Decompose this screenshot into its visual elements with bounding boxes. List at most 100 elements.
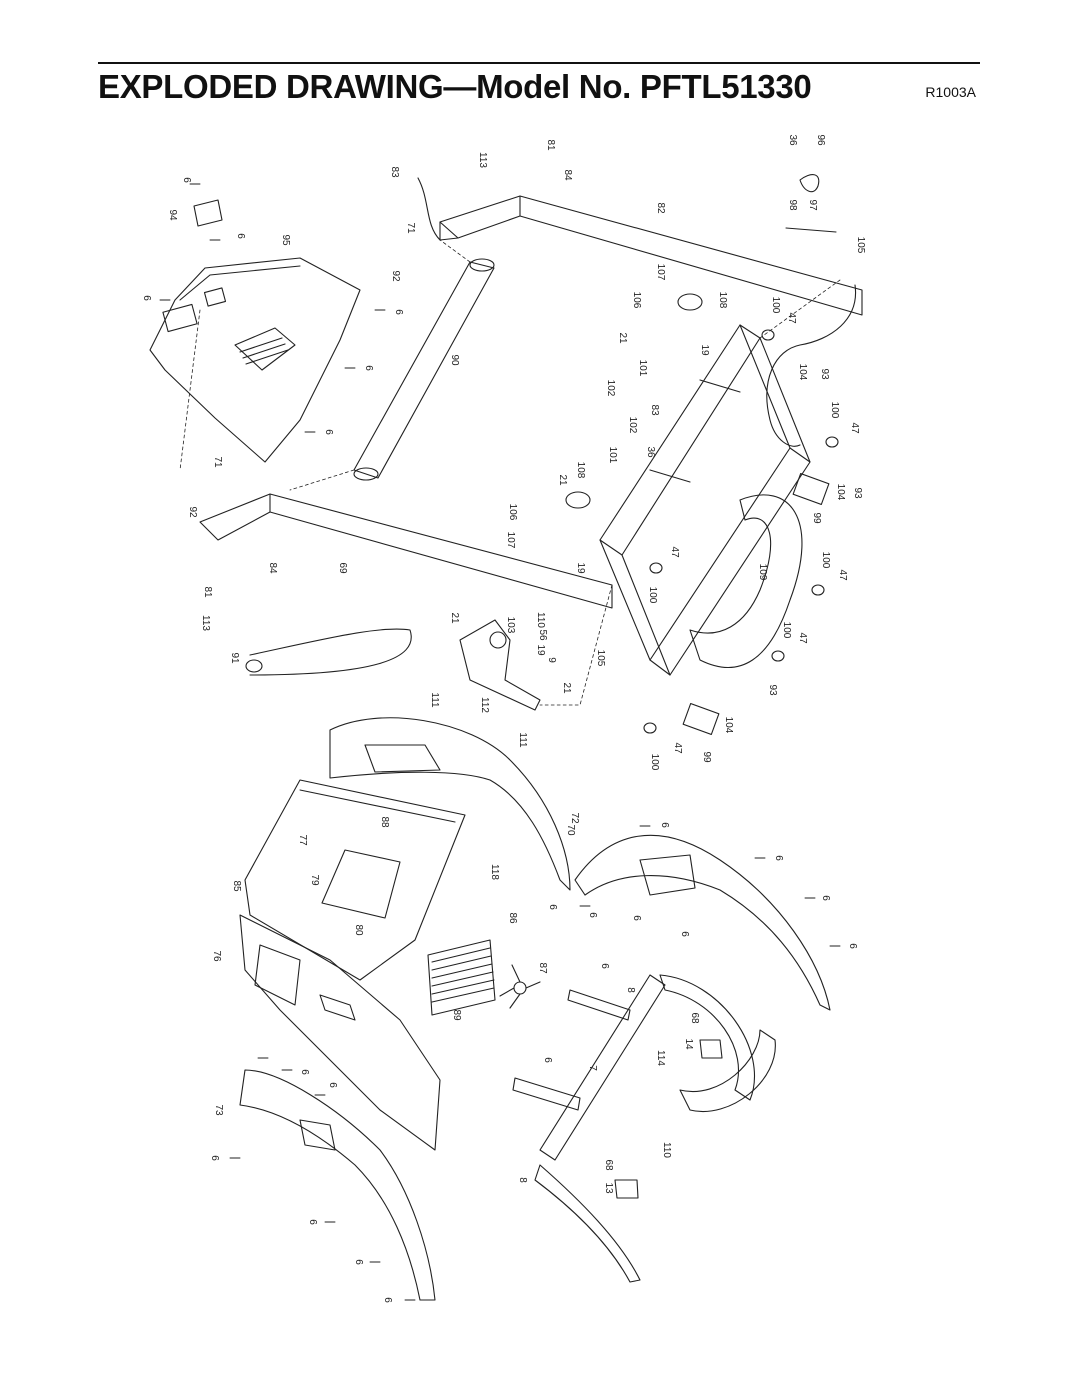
part-number-label: 118 [489, 864, 500, 880]
part-number-label: 36 [645, 446, 656, 458]
part-number-label: 19 [535, 644, 546, 656]
cable-83 [417, 177, 441, 241]
wheel-100-d [811, 584, 825, 596]
part-number-label: 102 [605, 380, 616, 397]
part-number-label: 84 [267, 562, 278, 574]
foot-99-a [792, 472, 830, 506]
part-number-label: 113 [200, 615, 211, 631]
part-number-label: 80 [353, 924, 364, 936]
part-number-label: 6 [299, 1069, 310, 1075]
part-number-label: 47 [786, 312, 797, 324]
part-number-label: 89 [451, 1009, 462, 1021]
part-number-label: 6 [599, 963, 610, 969]
part-number-label: 6 [847, 943, 858, 949]
part-number-label: 93 [852, 487, 863, 499]
part-number-label: 109 [757, 564, 768, 581]
part-number-label: 102 [627, 417, 638, 434]
wheel-100-f [643, 722, 657, 734]
part-number-label: 47 [837, 569, 848, 581]
handrail-cover-70 [574, 834, 831, 1011]
part-number-label: 21 [449, 612, 460, 624]
part-number-label: 72 [569, 812, 580, 824]
part-number-label: 6 [773, 855, 784, 861]
grille-89 [427, 939, 496, 1016]
part-number-label: 106 [507, 504, 518, 521]
part-number-label: 98 [787, 199, 798, 211]
part-number-label: 6 [209, 1155, 220, 1161]
wheel-100-c [649, 562, 663, 574]
base-frame [599, 324, 811, 676]
part-number-label: 6 [307, 1219, 318, 1225]
bracket-14 [699, 1039, 723, 1059]
part-number-label: 8 [517, 1177, 528, 1183]
part-number-label: 90 [449, 354, 460, 366]
part-number-label: 88 [379, 816, 390, 828]
fan-87 [499, 964, 541, 1009]
part-number-label: 6 [382, 1297, 393, 1303]
part-number-label: 100 [647, 587, 658, 604]
part-number-label: 36 [787, 134, 798, 146]
handrail-cover-73 [239, 1069, 436, 1301]
part-number-label: 100 [781, 622, 792, 639]
part-number-label: 108 [575, 462, 586, 479]
part-number-label: 92 [390, 270, 401, 282]
part-number-label: 104 [797, 364, 808, 381]
part-number-label: 6 [679, 931, 690, 937]
part-number-label: 9 [546, 657, 557, 663]
part-number-label: 6 [659, 822, 670, 828]
part-number-label: 19 [575, 562, 586, 574]
upright-frame-69 [199, 493, 613, 609]
part-number-label: 100 [829, 402, 840, 419]
part-number-label: 111 [429, 692, 440, 708]
part-number-label: 6 [631, 915, 642, 921]
part-number-label: 94 [167, 209, 178, 221]
part-number-label: 82 [655, 202, 666, 214]
part-number-label: 81 [202, 586, 213, 598]
cable-105 [766, 284, 857, 447]
part-number-label: 87 [537, 962, 548, 974]
part-number-label: 107 [505, 532, 516, 549]
part-number-label: 108 [717, 292, 728, 309]
console-frame-72 [329, 717, 571, 891]
part-number-label: 79 [309, 874, 320, 886]
part-number-label: 110 [661, 1142, 672, 1158]
part-number-label: 6 [547, 904, 558, 910]
part-number-label: 104 [835, 484, 846, 501]
upright-tube-90 [353, 258, 495, 481]
part-number-label: 6 [235, 233, 246, 239]
part-number-label: 86 [507, 912, 518, 924]
console-hood-95 [149, 257, 361, 463]
drive-assembly-112 [459, 619, 541, 711]
part-number-label: 6 [542, 1057, 553, 1063]
console-lower-76 [239, 914, 441, 1151]
roller-108-a [677, 293, 703, 311]
part-number-label: 110 [535, 612, 546, 628]
page-title: EXPLODED DRAWING—Model No. PFTL51330 [98, 68, 812, 105]
wheel-100-a [761, 329, 775, 341]
part-number-label: 112 [479, 697, 490, 713]
part-number-label: 6 [141, 295, 152, 301]
part-number-label: 47 [669, 546, 680, 558]
part-number-label: 76 [211, 950, 222, 962]
console-base-85 [244, 779, 466, 981]
part-number-label: 107 [655, 264, 666, 281]
upright-frame-82 [439, 195, 863, 316]
part-number-label: 81 [545, 139, 556, 151]
key-rod-98 [785, 227, 837, 233]
drawing-code: R1003A [925, 84, 976, 100]
part-number-label: 19 [699, 344, 710, 356]
part-number-label: 8 [625, 987, 636, 993]
part-number-label: 93 [767, 684, 778, 696]
part-number-label: 68 [689, 1012, 700, 1024]
part-number-label: 83 [649, 404, 660, 416]
part-number-label: 6 [353, 1259, 364, 1265]
part-number-label: 71 [212, 456, 223, 468]
part-number-label: 73 [213, 1104, 224, 1116]
part-number-label: 92 [187, 506, 198, 518]
part-number-label: 95 [280, 234, 291, 246]
part-number-label: 97 [807, 199, 818, 211]
part-number-label: 21 [561, 682, 572, 694]
part-number-label: 7 [587, 1065, 598, 1071]
